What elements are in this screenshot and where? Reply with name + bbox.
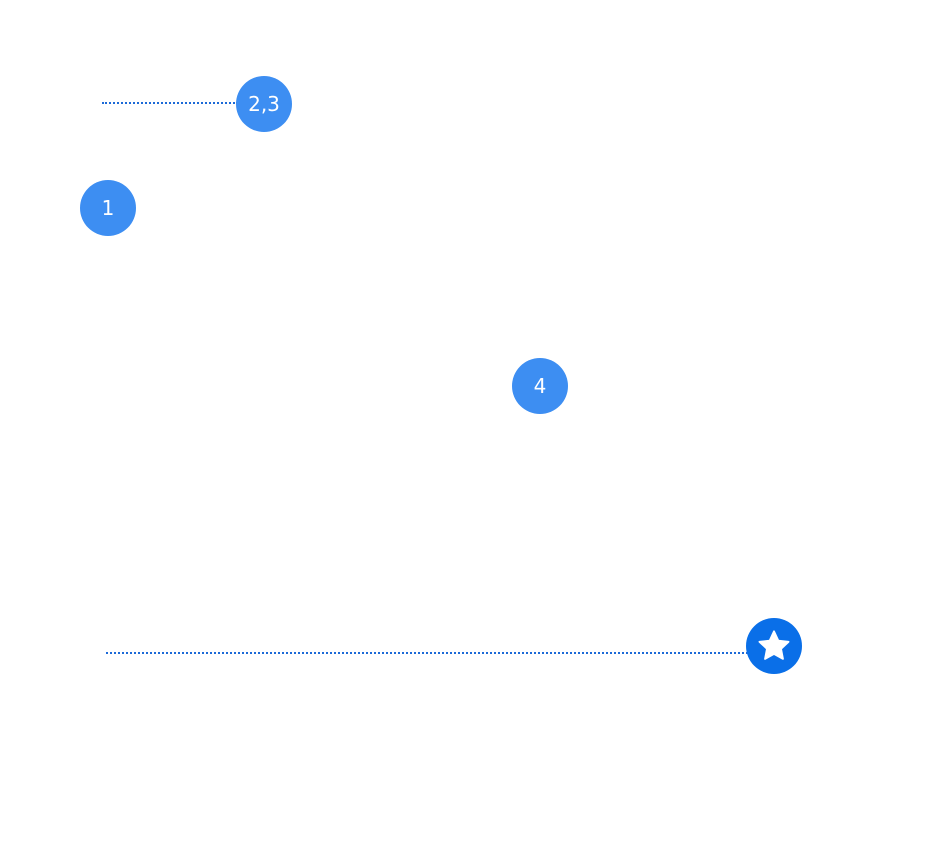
marker-label: 2,3 (248, 92, 280, 116)
connector-line-bottom (106, 652, 748, 654)
star-marker[interactable] (746, 618, 802, 674)
cluster-marker-2-3[interactable]: 2,3 (236, 76, 292, 132)
star-icon (758, 630, 790, 660)
marker-label: 1 (101, 196, 115, 220)
marker-1[interactable]: 1 (80, 180, 136, 236)
connector-line-top (102, 102, 238, 104)
marker-label: 4 (533, 374, 547, 398)
marker-4[interactable]: 4 (512, 358, 568, 414)
